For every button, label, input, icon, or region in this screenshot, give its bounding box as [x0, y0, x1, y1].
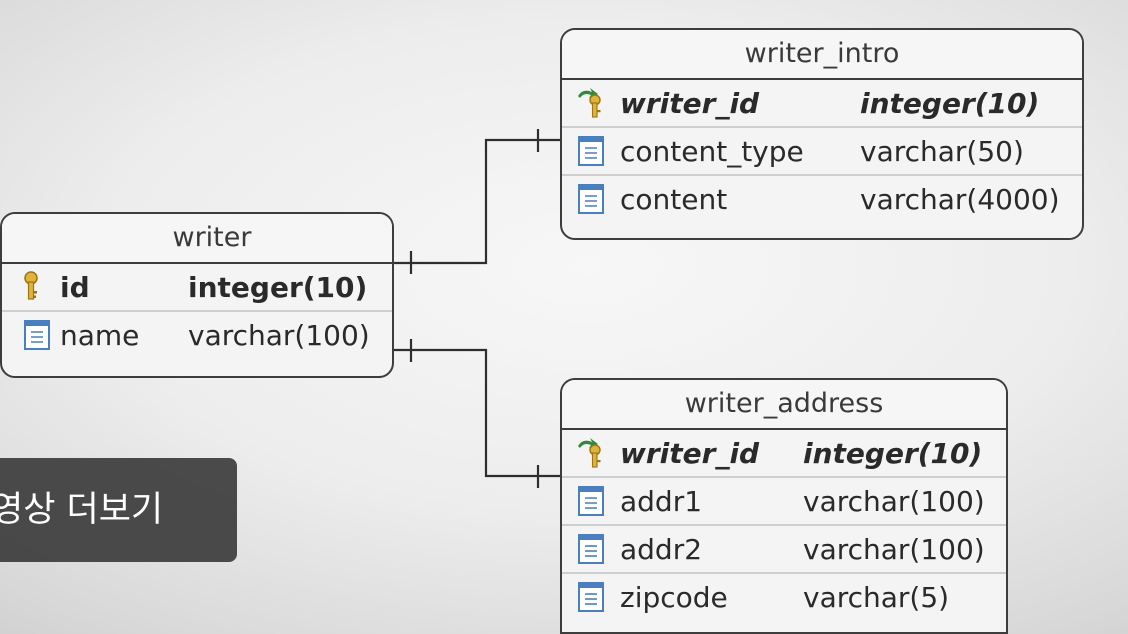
- column-row-zipcode[interactable]: zipcode varchar(5): [562, 574, 1006, 622]
- column-type: integer(10): [803, 437, 983, 470]
- column-name: addr2: [620, 533, 703, 566]
- column-type: varchar(50): [860, 135, 1024, 168]
- column-name: writer_id: [620, 87, 760, 120]
- column-row-name[interactable]: name varchar(100): [2, 312, 392, 360]
- entity-title: writer_address: [562, 380, 1006, 430]
- column-row-id[interactable]: id integer(10): [2, 264, 392, 312]
- entity-writer-address[interactable]: writer_address writer_id integer(10) add…: [560, 378, 1008, 634]
- foreign-key-icon: [578, 88, 601, 118]
- column-name: zipcode: [620, 581, 728, 614]
- primary-key-icon: [24, 271, 38, 300]
- entity-writer[interactable]: writer id integer(10) name varchar(100): [0, 212, 394, 378]
- column-row-writer-id[interactable]: writer_id integer(10): [562, 430, 1006, 478]
- column-row-addr1[interactable]: addr1 varchar(100): [562, 478, 1006, 526]
- column-icon: [578, 184, 604, 214]
- column-icon: [578, 486, 604, 516]
- relation-line-writer-address: [394, 348, 560, 478]
- entity-title: writer_intro: [562, 30, 1082, 80]
- entity-writer-intro[interactable]: writer_intro writer_id integer(10) conte…: [560, 28, 1084, 240]
- column-icon: [24, 320, 50, 350]
- column-row-content-type[interactable]: content_type varchar(50): [562, 128, 1082, 176]
- column-name: content_type: [620, 135, 804, 168]
- entity-title: writer: [2, 214, 392, 264]
- column-name: id: [60, 271, 90, 304]
- column-icon: [578, 534, 604, 564]
- column-name: writer_id: [620, 437, 760, 470]
- column-row-writer-id[interactable]: writer_id integer(10): [562, 80, 1082, 128]
- column-type: varchar(5): [803, 581, 950, 614]
- column-type: varchar(100): [188, 319, 370, 352]
- column-name: name: [60, 319, 140, 352]
- column-type: varchar(4000): [860, 183, 1060, 216]
- column-type: varchar(100): [803, 485, 985, 518]
- column-name: content: [620, 183, 728, 216]
- column-type: integer(10): [188, 271, 368, 304]
- foreign-key-icon: [578, 438, 601, 468]
- column-type: varchar(100): [803, 533, 985, 566]
- relation-line-writer-intro: [394, 138, 560, 265]
- column-name: addr1: [620, 485, 703, 518]
- column-row-content[interactable]: content varchar(4000): [562, 176, 1082, 224]
- column-icon: [578, 582, 604, 612]
- column-type: integer(10): [860, 87, 1040, 120]
- more-videos-button[interactable]: 영상 더보기: [0, 458, 237, 562]
- column-row-addr2[interactable]: addr2 varchar(100): [562, 526, 1006, 574]
- column-icon: [578, 136, 604, 166]
